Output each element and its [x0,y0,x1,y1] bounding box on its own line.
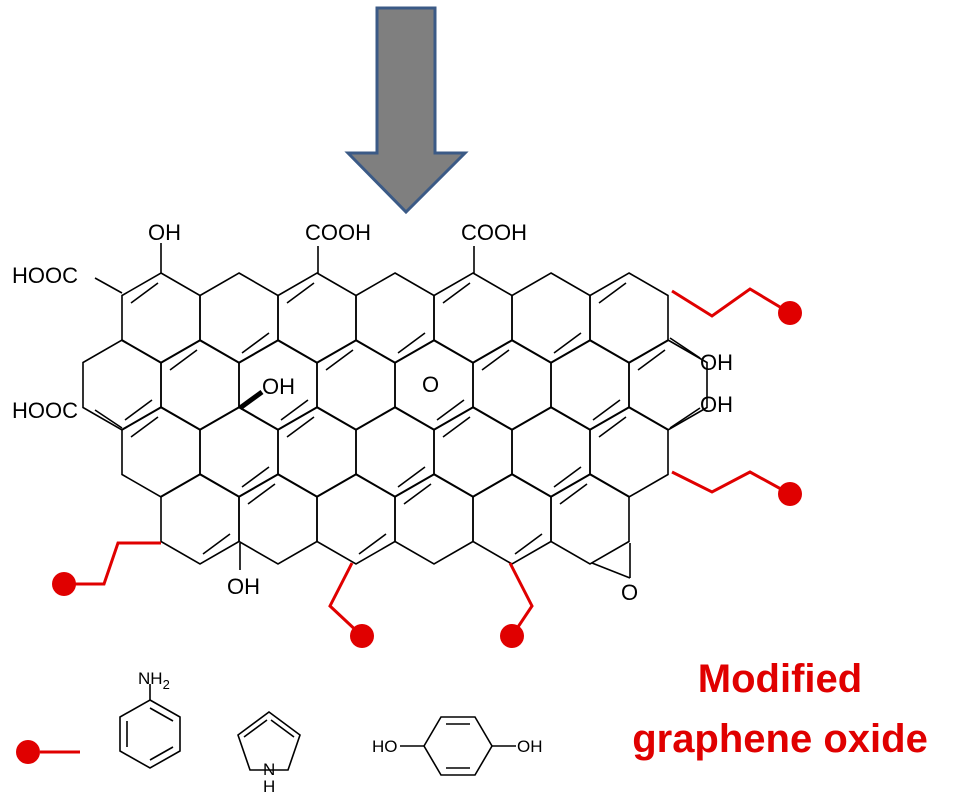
hexagon-ring [238,473,318,565]
title-line-1: Modified [698,657,862,701]
double-bond [403,483,432,505]
aniline-structure [119,684,181,769]
hexagon-ring [316,473,396,565]
modifier-chain [328,562,364,638]
hexagon-ring [355,406,435,498]
double-bond [241,332,270,354]
modifier-chains [52,287,802,648]
legend: NH2 N H HO OH [16,669,543,793]
hexagon-ring [511,406,591,498]
double-bond [442,282,471,304]
double-bond [598,282,627,304]
label-cooh-2: COOH [461,220,527,245]
double-bond [637,349,666,371]
double-bond [559,483,588,505]
double-bond [442,416,471,438]
down-arrow-icon [344,6,469,215]
hexagon-ring [121,272,201,364]
pyrrole-n-label: N [263,760,275,779]
double-bond [202,533,231,555]
double-bond [397,466,426,488]
hexagon-ring [277,272,357,364]
modifier-dot [778,301,802,325]
double-bond [592,399,621,421]
double-bond [124,399,153,421]
pyrrole-h-label: H [263,777,275,793]
hexagon-ring [589,272,669,364]
hexagon-ring [433,406,513,498]
hexagon-ring [199,272,279,364]
modifier-dot [350,624,374,648]
hexagon-ring [82,339,162,431]
modifier-dot [778,482,802,506]
label-oh-center: OH [262,374,295,399]
hexagon-ring [550,339,630,431]
double-bond [325,349,354,371]
double-bond [553,466,582,488]
label-hooc-mid: HOOC [12,398,78,423]
hexagon-ring [355,272,435,364]
hexagon-ring [628,339,708,431]
hydroquinone-structure [400,716,516,776]
hexagon-ring [160,473,240,565]
double-bond [358,533,387,555]
modifier-chain [508,562,534,637]
double-bond [280,399,309,421]
double-bond [397,332,426,354]
modifier-chain [671,470,791,496]
double-bond [514,533,543,555]
graphene-lattice [82,272,708,565]
modifier-dot [500,624,524,648]
hexagon-ring [394,473,474,565]
pyrrole-structure [237,711,301,771]
double-bond [286,282,315,304]
hexagon-ring [589,406,669,498]
label-epoxy-o-right: O [621,580,638,605]
modifier-chain [64,541,161,586]
modifier-chain [671,287,791,318]
modifier-dot [52,572,76,596]
hexagon-ring [550,473,630,565]
hexagon-ring [316,339,396,431]
hydroquinone-ho-label: HO [372,737,398,756]
hexagon-ring [511,272,591,364]
legend-dot [16,740,40,764]
double-bond [247,483,276,505]
double-bond [286,416,315,438]
label-oh-right-2: OH [700,392,733,417]
hexagon-ring [472,473,552,565]
aniline-nh-label: NH2 [138,669,170,692]
label-oh-bottom: OH [227,574,260,599]
double-bond [436,399,465,421]
hydroquinone-oh-label: OH [517,737,543,756]
label-oh-right-1: OH [700,350,733,375]
label-epoxy-o-center: O [422,372,439,397]
double-bond [130,282,159,304]
label-oh-top: OH [148,220,181,245]
hexagon-ring [433,272,513,364]
double-bond [169,349,198,371]
double-bond [241,466,270,488]
hexagon-ring [160,339,240,431]
title-line-2: graphene oxide [632,717,928,761]
double-bond [130,416,159,438]
double-bond [553,332,582,354]
substituent-bonds [94,243,701,579]
hexagon-ring [121,406,201,498]
hexagon-ring [472,339,552,431]
hexagon-ring [277,406,357,498]
double-bond [598,416,627,438]
label-cooh-1: COOH [305,220,371,245]
hexagon-ring [199,406,279,498]
double-bond [481,349,510,371]
label-hooc-top: HOOC [12,263,78,288]
